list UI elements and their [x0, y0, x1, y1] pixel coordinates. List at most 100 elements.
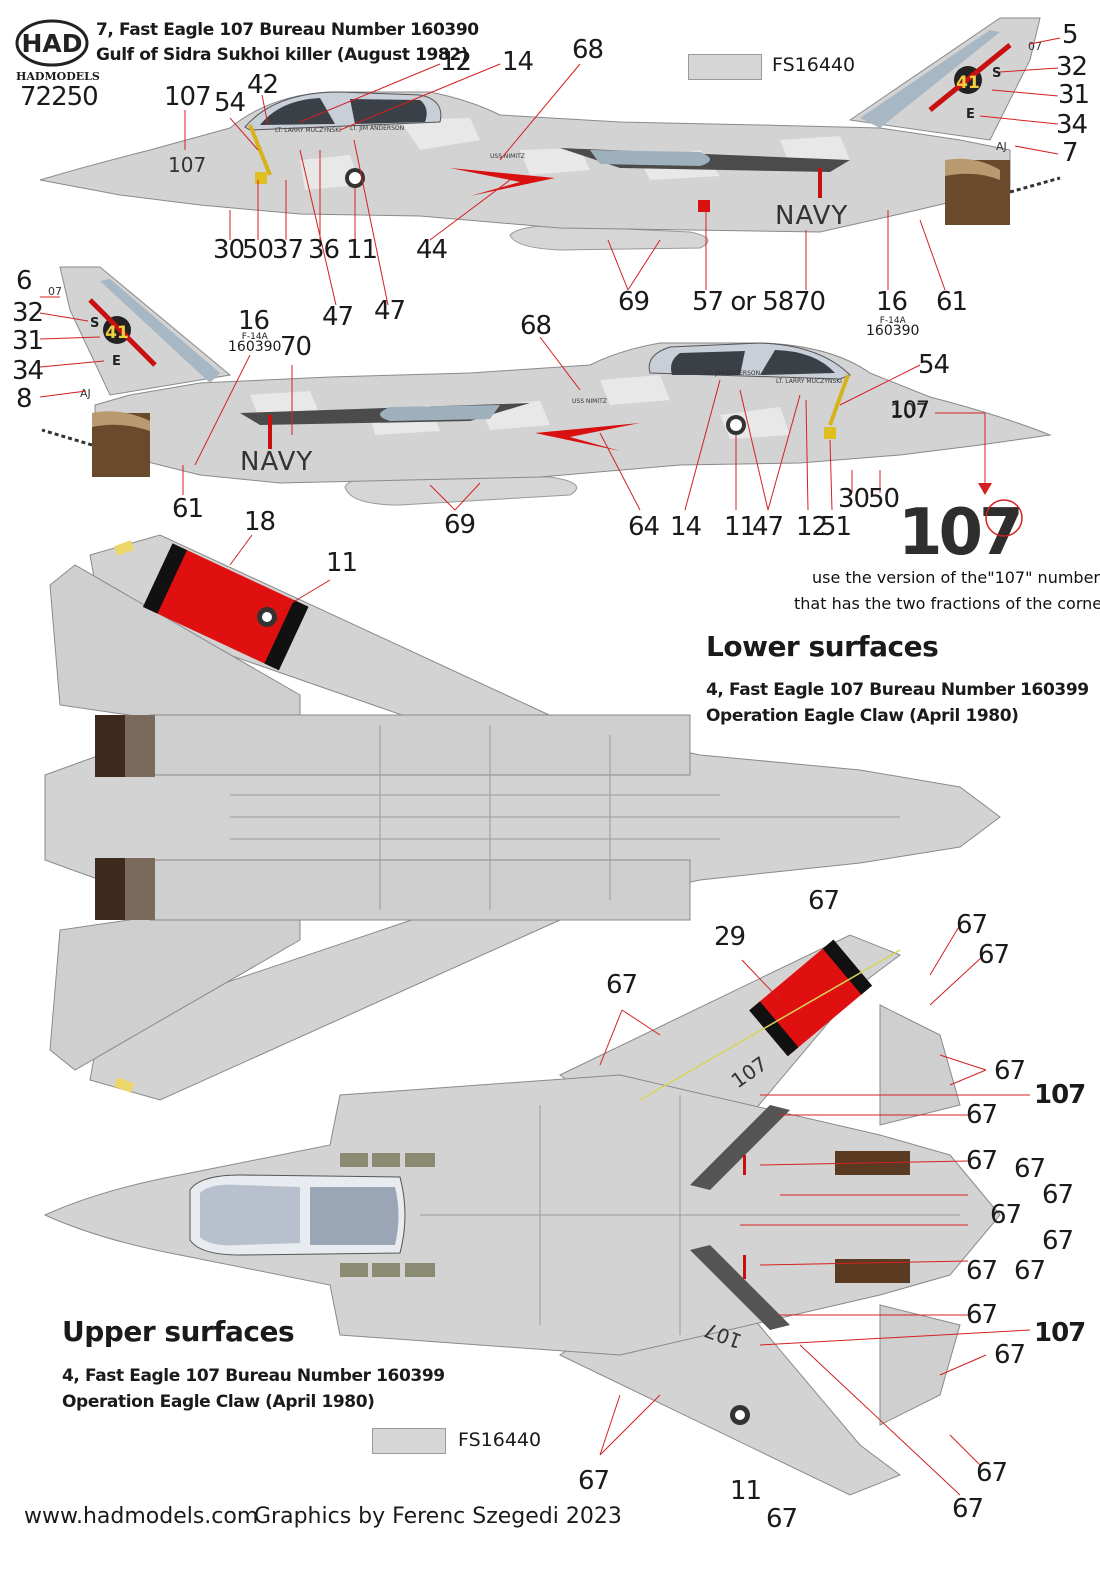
tail-spade-number-top: 41 [956, 73, 980, 93]
callout-50-top: 50 [242, 235, 274, 265]
profile-title-1: 7, Fast Eagle 107 Bureau Number 160390 [96, 20, 479, 40]
sub-label-bottom: F-14A 160390 [228, 332, 282, 355]
upper-subtitle-2: Operation Eagle Claw (April 1980) [62, 1392, 375, 1412]
callout-30-top: 30 [213, 235, 245, 265]
logo-text: HAD [21, 29, 82, 58]
callout-12-bottom: 12 [796, 512, 828, 542]
navy-text-bottom: NAVY [240, 447, 313, 477]
tail-code-top: AJ [996, 140, 1007, 153]
callout-50-bottom: 50 [868, 484, 900, 514]
rio-text-bottom: LT. JIM ANDERSON [706, 370, 760, 377]
fs16440-label-top: FS16440 [772, 54, 856, 76]
callout-6-bottom: 6 [16, 266, 33, 296]
callout-29-upper: 29 [714, 922, 746, 952]
fs16440-label-bottom: FS16440 [458, 1429, 542, 1451]
callout-107-upper-b: 107 [1034, 1318, 1086, 1348]
nose-number-top-small: 107 [168, 153, 206, 177]
upper-surface-planform: 107 107 [43, 925, 1031, 1496]
upper-surfaces-heading: Upper surfaces [62, 1315, 295, 1348]
callout-64-bottom: 64 [628, 512, 660, 542]
callout-67-u17: 67 [976, 1458, 1008, 1488]
callout-67-u9: 67 [1042, 1180, 1074, 1210]
callout-16-bottom: 16 [238, 306, 270, 336]
sub-f14a-top: F-14A [879, 316, 906, 326]
lower-subtitle-2: Operation Eagle Claw (April 1980) [706, 706, 1019, 726]
callout-68-bottom: 68 [520, 311, 552, 341]
had-logo: HAD [14, 18, 90, 72]
fs16440-swatch-bottom [372, 1428, 446, 1454]
fs16440-swatch-top [688, 54, 762, 80]
callout-67-u5: 67 [994, 1056, 1026, 1086]
callout-34-bottom: 34 [12, 356, 44, 386]
callout-8-bottom: 8 [16, 384, 33, 414]
callout-14-bottom: 14 [670, 512, 702, 542]
callout-67-u6: 67 [966, 1100, 998, 1130]
sub-f14a-bottom: F-14A [241, 332, 268, 342]
callout-14-top: 14 [502, 47, 534, 77]
catalog-number: 72250 [20, 82, 99, 112]
callout-11-top: 11 [346, 235, 378, 265]
navy-text-top: NAVY [775, 201, 848, 231]
callout-107-top: 107 [164, 82, 212, 112]
callout-67-u19: 67 [766, 1504, 798, 1534]
sub-160390-bottom: 160390 [228, 339, 282, 355]
website-link[interactable]: www.hadmodels.com [24, 1504, 259, 1529]
callout-61-bottom: 61 [172, 494, 204, 524]
callout-44-top: 44 [416, 235, 448, 265]
callout-67-u10: 67 [990, 1200, 1022, 1230]
bottom-profile-aircraft: 41 S E 07 AJ 107 NAVY LT. JIM ANDERSON L… [39, 266, 1052, 511]
callout-67-u11: 67 [1042, 1226, 1074, 1256]
callout-31-top: 31 [1058, 80, 1090, 110]
callout-67-u13: 67 [1014, 1256, 1046, 1286]
callout-67-u15: 67 [994, 1340, 1026, 1370]
callout-5-top: 5 [1062, 20, 1079, 50]
tail-modex-bottom: 07 [48, 285, 62, 298]
carrier-text-bottom: USS NIMITZ [572, 398, 607, 405]
callout-70-top: 70 [794, 287, 826, 317]
callout-47-bottom: 47 [752, 512, 784, 542]
pilot-text-top: LT. LARRY MUCZYNSKI [275, 127, 341, 134]
sub-number-top: 160390 [866, 323, 920, 339]
callout-51-bottom: 51 [820, 512, 852, 542]
callout-54-bottom: 54 [918, 350, 950, 380]
callout-54-top: 54 [214, 88, 246, 118]
callout-69-top: 69 [618, 287, 650, 317]
tail-letter-e-top: E [966, 107, 975, 122]
callout-32-top: 32 [1056, 52, 1088, 82]
profile-title-2: Gulf of Sidra Sukhoi killer (August 1982… [96, 45, 469, 65]
top-profile-aircraft: 41 S E 07 AJ 107 NAVY LT. LARRY MUCZYNSK… [39, 17, 1061, 306]
number-note-line2: that has the two fractions of the corner [794, 594, 1100, 613]
callout-69-bottom: 69 [444, 510, 476, 540]
tail-letter-s-bottom: S [90, 316, 99, 331]
callout-12-top: 12 [440, 47, 472, 77]
brand-name: HADMODELS [16, 70, 100, 83]
callout-47a-top: 47 [322, 302, 354, 332]
tail-letter-e-bottom: E [112, 354, 121, 369]
callout-67-u1: 67 [808, 886, 840, 916]
callout-67-u3: 67 [978, 940, 1010, 970]
callout-11-upper: 11 [730, 1476, 762, 1506]
callout-61-top: 61 [936, 287, 968, 317]
callout-68-top: 68 [572, 35, 604, 65]
sub-160390-top: F-14A 160390 [866, 316, 920, 339]
callout-30-bottom: 30 [838, 484, 870, 514]
callout-34-top: 34 [1056, 110, 1088, 140]
callout-67-u2: 67 [956, 910, 988, 940]
callout-16-top: 16 [876, 287, 908, 317]
callout-37-top: 37 [272, 235, 304, 265]
callout-42-top: 42 [247, 70, 279, 100]
tail-code-bottom: AJ [80, 387, 91, 400]
lower-surfaces-heading: Lower surfaces [706, 630, 939, 663]
graphics-credit: Graphics by Ferenc Szegedi 2023 [254, 1504, 622, 1529]
callout-67-u7: 67 [966, 1146, 998, 1176]
tail-letter-s-top: S [992, 66, 1001, 81]
callout-7-top: 7 [1062, 138, 1079, 168]
callout-18-lower: 18 [244, 507, 276, 537]
corner-highlight-circle [985, 499, 1023, 537]
callout-11-bottom: 11 [724, 512, 756, 542]
callout-11-lower: 11 [326, 548, 358, 578]
lower-subtitle-1: 4, Fast Eagle 107 Bureau Number 160399 [706, 680, 1089, 700]
callout-70-bottom: 70 [280, 332, 312, 362]
callout-32-bottom: 32 [12, 298, 44, 328]
upper-subtitle-1: 4, Fast Eagle 107 Bureau Number 160399 [62, 1366, 445, 1386]
